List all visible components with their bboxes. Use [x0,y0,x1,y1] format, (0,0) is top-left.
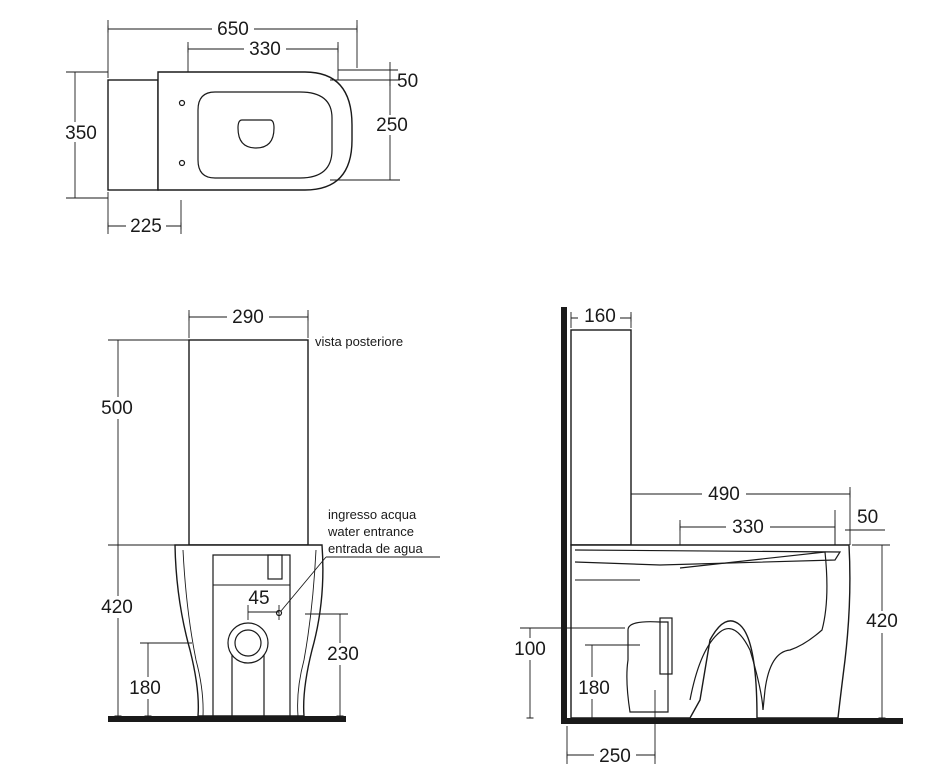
rear-view: 290 vista posteriore 500 420 ingresso ac… [96,307,440,722]
rear-tank-outline [188,339,309,546]
side-bowl-interior [679,551,828,711]
top-overall-width: 650 [217,19,249,40]
rear-inlet-window [267,554,283,580]
side-floor-outlet-height: 180 [578,678,610,699]
rear-drain-inner [234,629,262,657]
rear-drain-height: 230 [327,644,359,665]
side-bowl-rim [574,549,842,566]
rear-view-caption: vista posteriore [315,334,403,349]
rear-drain-outer [227,622,269,664]
top-view: 650 330 50 350 250 225 [60,18,418,237]
top-bowl-depth: 250 [376,115,408,136]
rear-inlet-label-es: entrada de agua [328,541,423,556]
rear-tank-height: 500 [101,398,133,419]
side-floor [561,718,903,724]
top-bowl-rim [197,91,333,179]
top-bowl-opening: 330 [249,39,281,60]
side-seat-height: 420 [866,611,898,632]
side-trap-collar [659,617,673,675]
rear-pedestal [212,554,291,716]
rear-floor [108,716,346,722]
side-bowl-opening: 330 [732,517,764,538]
rear-bowl-inner-right [297,549,317,717]
rear-bowl-inner-left [182,549,204,717]
top-overall-depth: 350 [65,123,97,144]
rear-inlet-label-it: ingresso acqua [328,507,417,522]
top-front-offset: 50 [397,71,418,92]
side-tank-depth: 160 [584,306,616,327]
rear-floor-drain-height: 180 [129,678,161,699]
side-bowl-outline [570,544,851,719]
side-front-offset: 50 [857,507,878,528]
top-bowl-outline [157,71,353,191]
side-view: 160 490 330 50 420 100 180 [510,306,903,767]
side-wall-outlet-height: 100 [514,639,546,660]
top-fixing-hole-upper [178,99,186,107]
rear-inlet-label-en: water entrance [327,524,414,539]
rear-tank-width: 290 [232,307,264,328]
rear-inlet-offset: 45 [248,588,269,609]
top-fixing-hole-lower [178,159,186,167]
side-wall-distance: 250 [599,746,631,767]
side-projection: 490 [708,484,740,505]
side-tank-outline [570,329,632,546]
top-drain-hole [237,119,275,149]
side-trap [626,621,669,713]
rear-seat-height: 420 [101,597,133,618]
top-tank-outline [107,79,159,191]
top-fixing-distance: 225 [130,216,162,237]
side-wall [561,307,567,722]
